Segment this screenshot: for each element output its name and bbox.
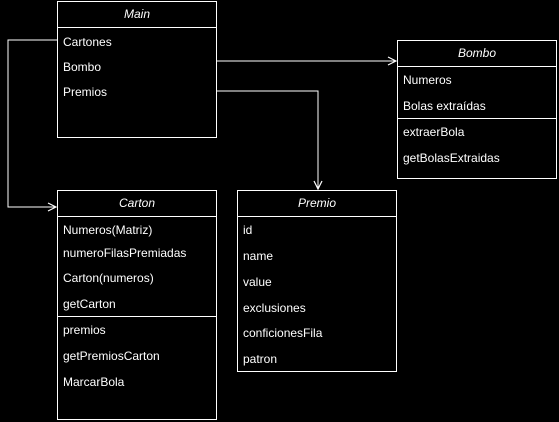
carton-attr-numeros-matriz[interactable]: Numeros(Matriz): [63, 223, 153, 237]
premio-attr-name[interactable]: name: [243, 249, 274, 263]
class-bombo-name: Bombo: [398, 41, 556, 67]
carton-method-get-premios-carton[interactable]: getPremiosCarton: [63, 349, 160, 363]
class-carton[interactable]: Carton Numeros(Matriz) numeroFilasPremia…: [57, 190, 217, 420]
link-main-premios-to-premio: [217, 90, 318, 189]
premio-attr-exclusiones[interactable]: exclusiones: [243, 301, 306, 315]
bombo-divider: [398, 118, 556, 119]
bombo-method-get-bolas-extraidas[interactable]: getBolasExtraidas: [403, 151, 500, 165]
bombo-method-extraer-bola[interactable]: extraerBola: [403, 125, 465, 139]
link-main-cartones-to-carton: [7, 39, 57, 207]
carton-attr-get-carton[interactable]: getCarton: [63, 297, 116, 311]
premio-attr-conficiones-fila[interactable]: conficionesFila: [243, 326, 323, 340]
class-main-name: Main: [58, 2, 216, 28]
bombo-attr-numeros[interactable]: Numeros: [403, 73, 452, 87]
class-bombo[interactable]: Bombo Numeros Bolas extraídas extraerBol…: [397, 40, 557, 179]
class-premio-name: Premio: [238, 191, 396, 217]
carton-method-marcar-bola[interactable]: MarcarBola: [63, 375, 125, 389]
carton-attr-carton-numeros[interactable]: Carton(numeros): [63, 271, 154, 285]
main-attr-cartones[interactable]: Cartones: [63, 35, 112, 49]
bombo-attr-bolas-extraidas[interactable]: Bolas extraídas: [403, 99, 486, 113]
main-attr-premios[interactable]: Premios: [63, 85, 108, 99]
carton-method-premios[interactable]: premios: [63, 323, 106, 337]
main-attr-bombo[interactable]: Bombo: [63, 60, 102, 74]
carton-divider: [58, 316, 216, 317]
class-carton-name: Carton: [58, 191, 216, 217]
class-main[interactable]: Main Cartones Bombo Premios: [57, 1, 217, 138]
class-premio[interactable]: Premio id name value exclusiones confici…: [237, 190, 397, 372]
premio-attr-patron[interactable]: patron: [243, 352, 278, 366]
premio-attr-id[interactable]: id: [243, 223, 253, 237]
carton-attr-numero-filas-premiadas[interactable]: numeroFilasPremiadas: [63, 246, 187, 260]
premio-attr-value[interactable]: value: [243, 275, 272, 289]
